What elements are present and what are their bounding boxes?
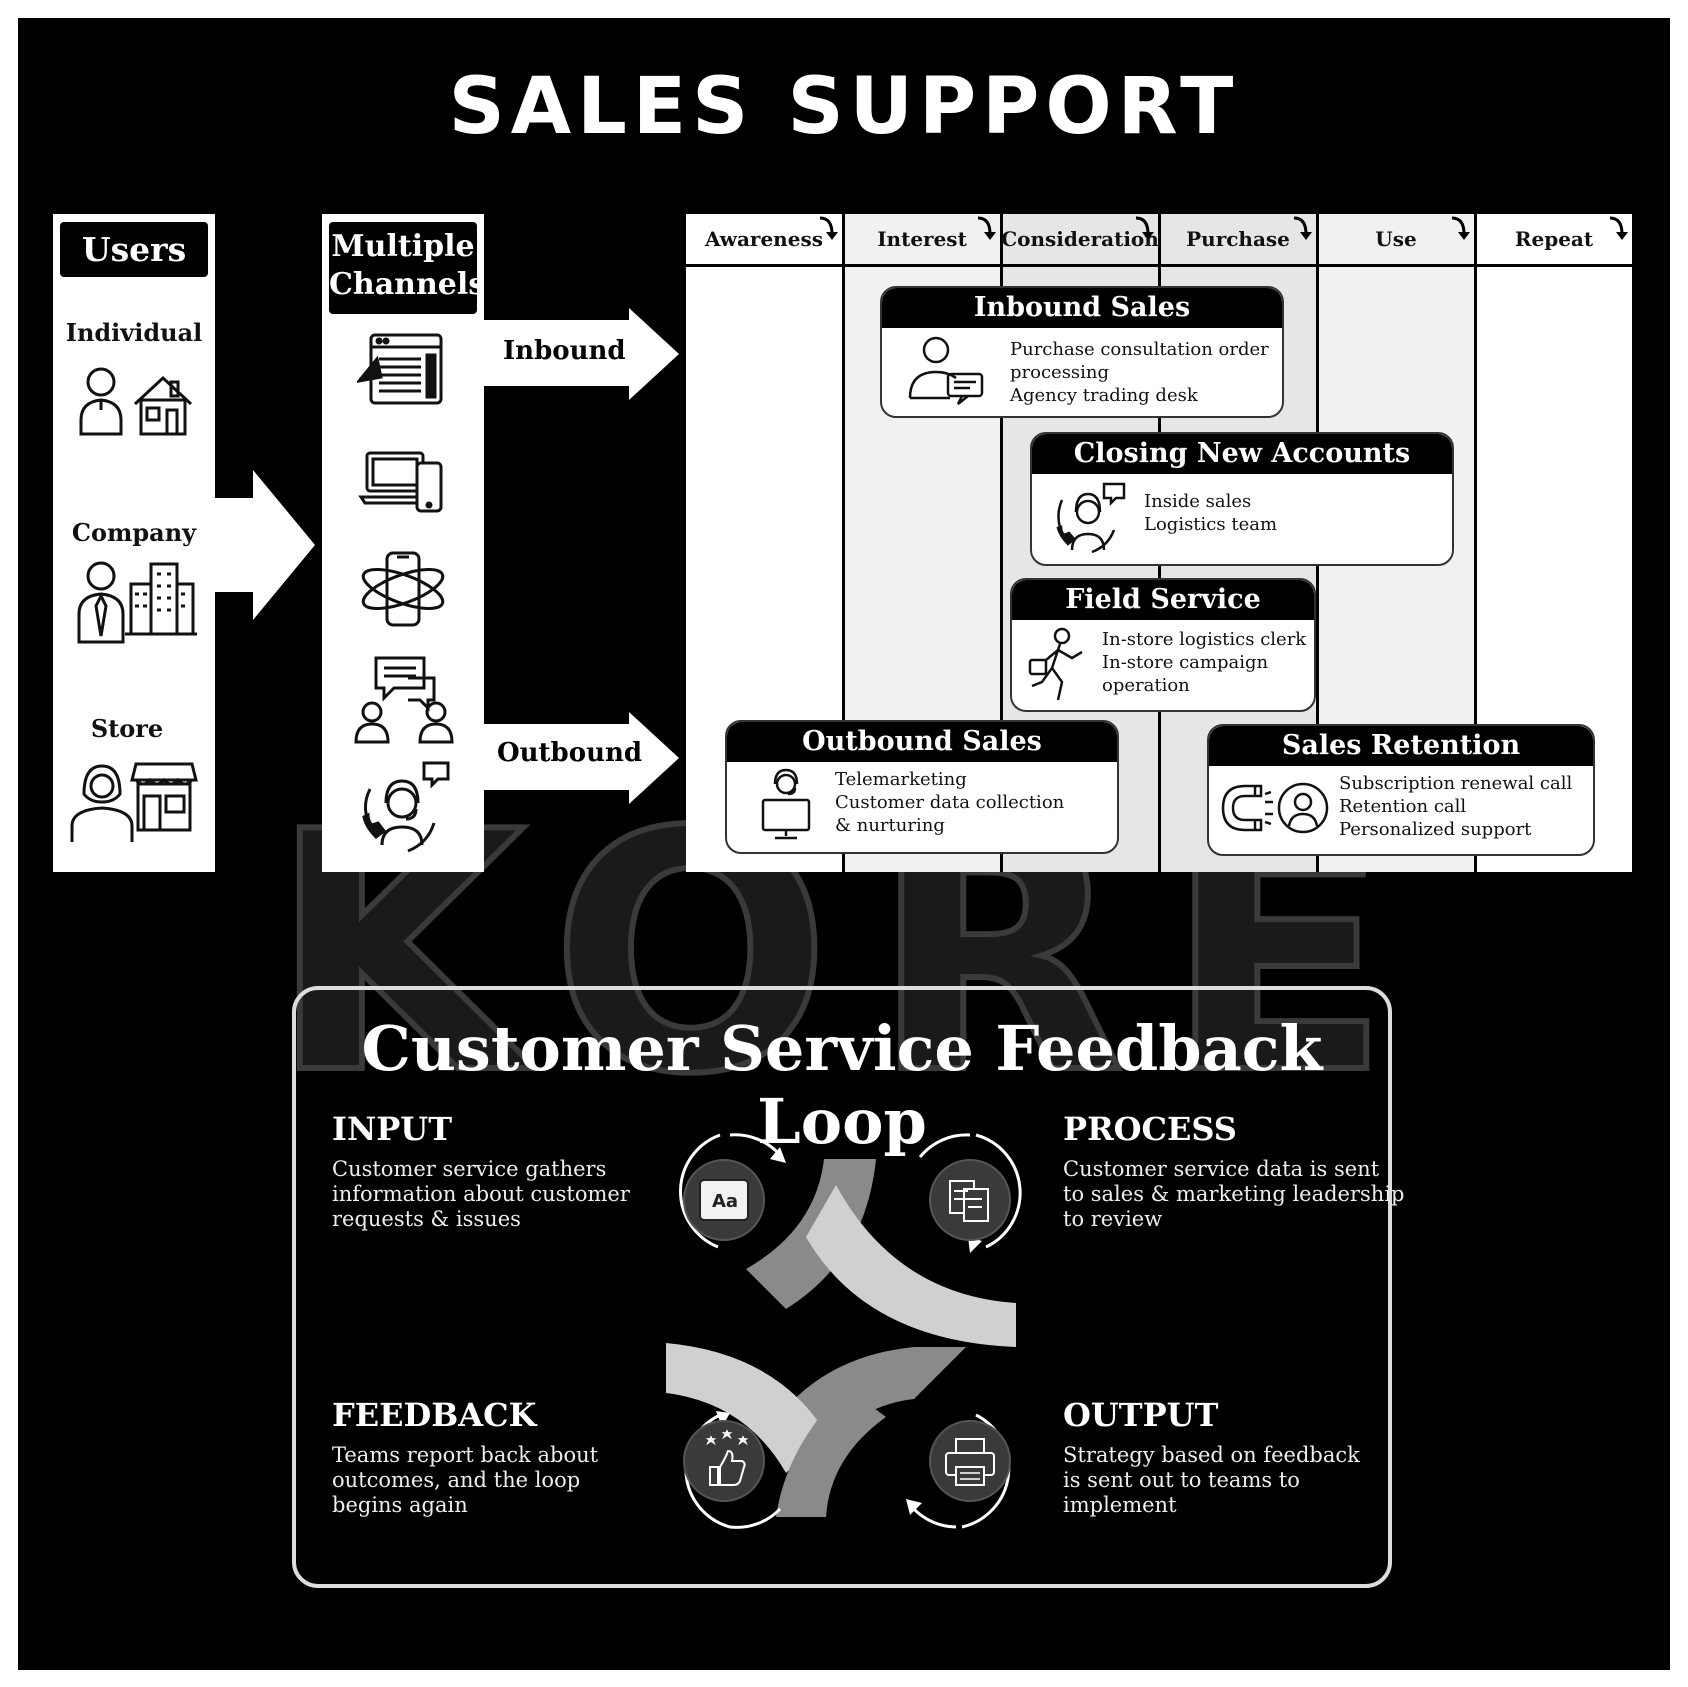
outbound-sales-card: Outbound Sales Telemarketing Customer da…: [725, 720, 1119, 854]
stage-flow-arrows: [819, 216, 1628, 240]
closing-new-accounts-card: Closing New Accounts Inside sales Logist…: [1030, 432, 1454, 566]
field-service-text: In-store logistics clerk In-store campai…: [1102, 629, 1307, 696]
stage-divider: [842, 214, 845, 872]
output-heading: OUTPUT: [1063, 1396, 1219, 1434]
users-column: Users Individual Company Store: [53, 214, 215, 872]
output-text: Strategy based on feedback is sent out t…: [1063, 1443, 1360, 1517]
stage-use: Use: [1375, 227, 1417, 251]
loop-segment-tail: [776, 1387, 886, 1517]
inbound-sales-card: Inbound Sales Purchase consultation orde…: [880, 286, 1284, 418]
telemarketer-computer-icon: [751, 768, 821, 842]
field-service-title: Field Service: [1012, 580, 1314, 620]
mobile-orbit-icon: [357, 549, 449, 629]
agent-phone-icon: [1050, 480, 1130, 556]
svg-text:Aa: Aa: [712, 1191, 738, 1212]
person-home-icon: [73, 354, 198, 439]
laptop-phone-icon: [357, 439, 449, 519]
stage-divider: [1000, 214, 1003, 872]
outbound-sales-text: Telemarketing Customer data collection &…: [835, 769, 1065, 836]
stage-awareness: Awareness: [705, 227, 823, 251]
call-center-agent-icon: [352, 759, 457, 859]
user-store-label: Store: [90, 714, 164, 743]
user-company-label: Company: [71, 518, 197, 547]
feedback-loop-panel: [292, 986, 1392, 1588]
input-text: Customer service gathers information abo…: [332, 1157, 630, 1231]
feedback-node: [683, 1411, 782, 1529]
input-node: Aa: [679, 1133, 786, 1249]
stage-purchase: Purchase: [1186, 227, 1290, 251]
walking-worker-icon: [1024, 626, 1092, 702]
feedback-loop-title: Customer Service Feedback Loop: [361, 1012, 1323, 1158]
feedback-text: Teams report back about outcomes, and th…: [332, 1443, 599, 1517]
chat-people-icon: [352, 654, 457, 744]
process-heading: PROCESS: [1063, 1110, 1237, 1148]
inbound-sales-title: Inbound Sales: [882, 288, 1282, 328]
user-individual-label: Individual: [65, 318, 203, 347]
closing-new-accounts-text: Inside sales Logistics team: [1144, 491, 1278, 535]
channels-header: Multiple Channels: [329, 222, 485, 314]
process-node: [918, 1133, 1022, 1253]
stage-header-divider: [686, 264, 1632, 267]
feedback-loop-graphic: Aa: [666, 1133, 1022, 1529]
users-header: Users: [60, 222, 208, 277]
stage-divider: [1474, 214, 1477, 872]
output-node: [906, 1413, 1011, 1529]
inbound-sales-text: Purchase consultation order processing A…: [1010, 339, 1269, 406]
field-service-card: Field Service In-store logistics clerk I…: [1010, 578, 1316, 712]
loop-segment-feedback: [666, 1343, 826, 1473]
loop-segment-process: [806, 1185, 1016, 1347]
stage-repeat: Repeat: [1514, 227, 1594, 251]
web-page-icon: [357, 329, 449, 409]
inbound-label: Inbound: [503, 336, 626, 366]
outbound-sales-title: Outbound Sales: [727, 722, 1117, 762]
stage-consideration: Consideration: [1001, 227, 1159, 251]
stage-interest: Interest: [877, 227, 967, 251]
process-text: Customer service data is sent to sales &…: [1063, 1157, 1405, 1231]
magnet-customer-icon: [1217, 772, 1329, 842]
outbound-label: Outbound: [497, 738, 643, 768]
page-title: SALES SUPPORT: [448, 62, 1240, 152]
businessman-building-icon: [73, 554, 198, 644]
input-heading: INPUT: [332, 1110, 452, 1148]
sales-retention-title: Sales Retention: [1209, 726, 1593, 766]
consultant-chat-icon: [906, 332, 986, 406]
sales-retention-text: Subscription renewal call Retention call…: [1339, 773, 1573, 840]
sales-retention-card: Sales Retention Subscription renewal cal…: [1207, 724, 1595, 856]
inbound-arrow: [484, 308, 679, 400]
outbound-arrow: [484, 712, 679, 804]
feedback-heading: FEEDBACK: [332, 1396, 537, 1434]
closing-new-accounts-title: Closing New Accounts: [1032, 434, 1452, 474]
woman-storefront-icon: [68, 754, 198, 844]
users-to-channels-arrow: [215, 470, 315, 620]
channels-column: Multiple Channels: [322, 214, 485, 872]
